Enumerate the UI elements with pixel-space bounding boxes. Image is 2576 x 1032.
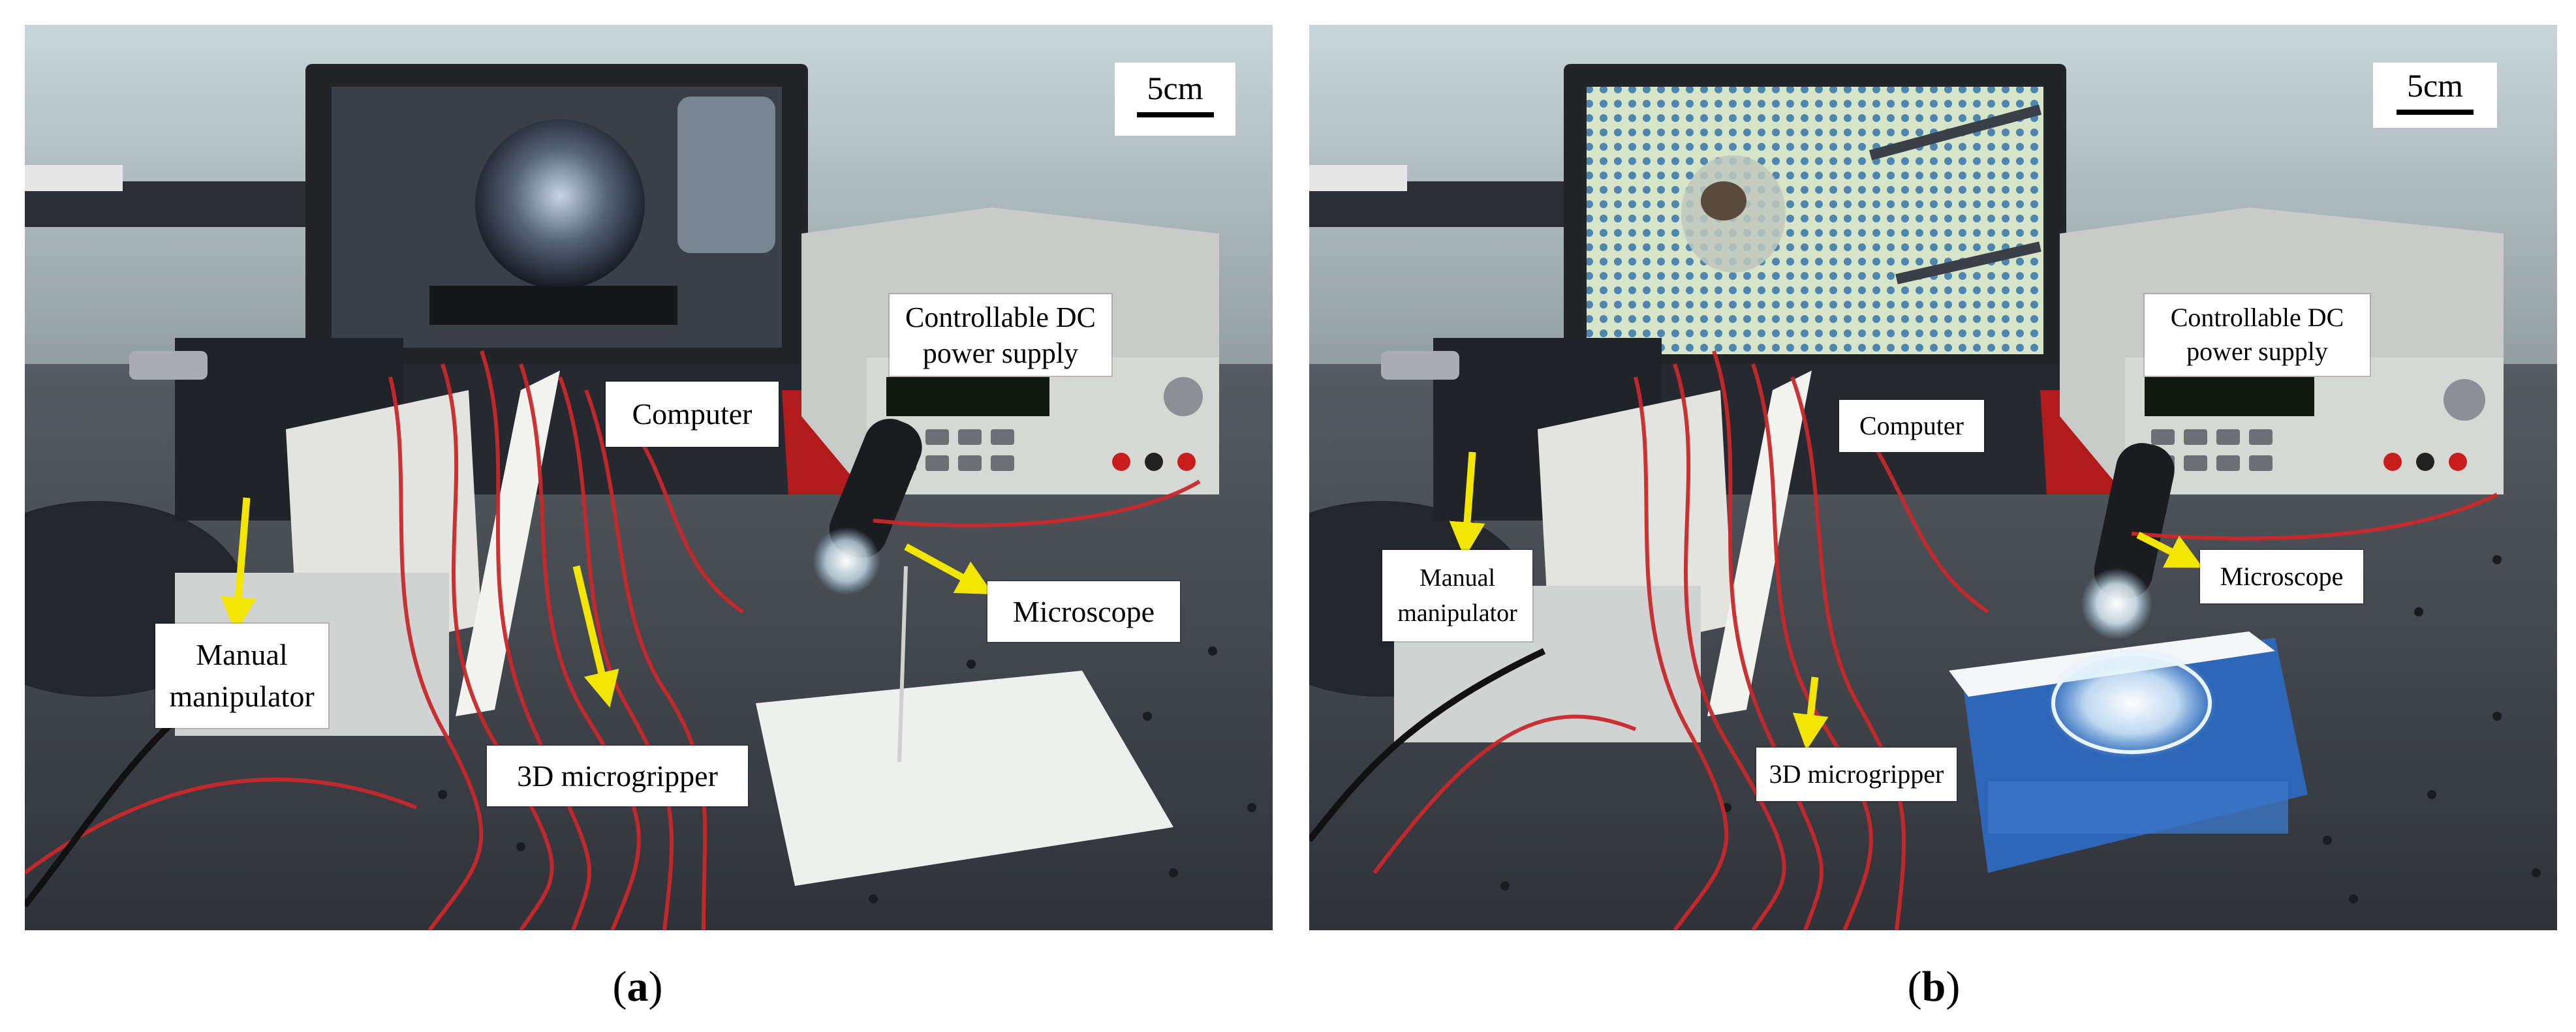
scale-bar: 5cm: [1115, 63, 1235, 136]
microgripper-label: 3D microgripper: [1756, 748, 1957, 801]
manual-manipulator-label: Manual manipulator: [1382, 550, 1532, 641]
photo-panel-b: Controllable DC power supply Computer Mi…: [1309, 25, 2557, 930]
scale-bar-line: [1136, 112, 1214, 117]
scale-bar-text: 5cm: [2406, 67, 2464, 104]
microscope-label: Microscope: [2200, 550, 2363, 603]
scale-bar-line: [2397, 110, 2474, 115]
caption-a-letter: a: [627, 963, 649, 1010]
manual-manipulator-label-line1: Manual: [196, 638, 288, 671]
caption-a: (a): [612, 963, 663, 1010]
manual-manipulator-label-line2: manipulator: [169, 680, 315, 713]
power-supply-label-line2: power supply: [922, 337, 1079, 369]
power-supply-label-line1: Controllable DC: [2170, 303, 2344, 332]
computer-label: Computer: [1839, 400, 1984, 452]
caption-b: (b): [1907, 963, 1961, 1010]
microscope-label: Microscope: [987, 581, 1180, 642]
scale-bar: 5cm: [2373, 63, 2497, 128]
power-supply-label-line1: Controllable DC: [905, 301, 1096, 333]
photo-panel-a: Controllable DC power supply Computer Mi…: [25, 25, 1273, 930]
power-supply-label: Controllable DC power supply: [2145, 294, 2370, 376]
manual-manipulator-label-line1: Manual: [1419, 564, 1496, 592]
power-supply-label-line2: power supply: [2186, 337, 2328, 366]
scale-bar-text: 5cm: [1147, 70, 1203, 106]
manual-manipulator-label-line2: manipulator: [1397, 599, 1517, 627]
computer-label: Computer: [606, 382, 779, 447]
caption-b-letter: b: [1921, 963, 1946, 1010]
manual-manipulator-label: Manual manipulator: [155, 624, 328, 728]
lab-setup-photo-b: [1309, 25, 2557, 930]
power-supply-label: Controllable DC power supply: [890, 294, 1111, 376]
microgripper-label: 3D microgripper: [487, 746, 748, 806]
